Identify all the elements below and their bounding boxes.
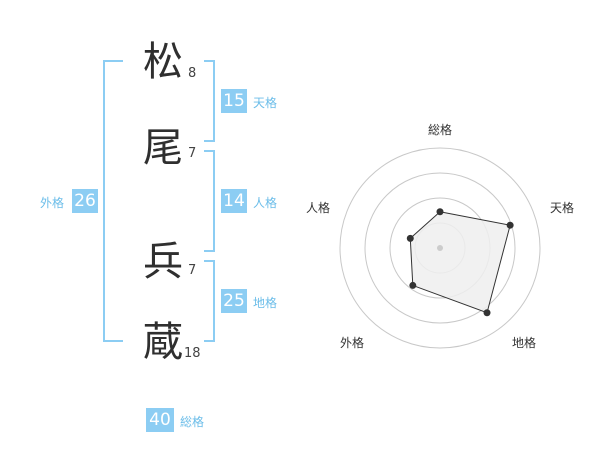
radar-ring (339, 147, 541, 349)
name-char-4: 蔵 (143, 319, 183, 365)
radar-center (437, 245, 443, 251)
gaikaku-label: 外格 (40, 196, 65, 210)
radar-ring (364, 172, 516, 324)
gaikaku-bracket (103, 60, 123, 342)
chikaku-bracket (204, 260, 215, 342)
radar-point (483, 309, 491, 317)
radar-polygon (409, 211, 511, 314)
name-char-2: 尾 (143, 125, 183, 171)
chikaku-label: 地格 (253, 296, 278, 310)
stroke-count-2: 7 (188, 146, 197, 161)
jinkaku-bracket (204, 150, 215, 252)
axis-label-jinkaku: 人格 (306, 200, 330, 215)
radar-point (506, 221, 514, 229)
jinkaku-label: 人格 (253, 196, 278, 210)
soukaku-label: 総格 (180, 415, 205, 429)
jinkaku-value: 14 (221, 189, 247, 213)
chikaku-value: 25 (221, 289, 247, 313)
gaikaku-value: 26 (72, 189, 98, 213)
radar-point (436, 208, 444, 216)
axis-label-soukaku: 総格 (428, 122, 452, 137)
soukaku-value: 40 (146, 408, 174, 432)
axis-label-gaikaku: 外格 (340, 335, 364, 350)
stroke-count-4: 18 (184, 346, 201, 361)
tenkaku-bracket (204, 60, 215, 142)
tenkaku-value: 15 (221, 89, 247, 113)
axis-label-chikaku: 地格 (512, 335, 536, 350)
axis-label-tenkaku: 天格 (550, 200, 574, 215)
stroke-count-3: 7 (188, 263, 197, 278)
radar-point (406, 234, 414, 242)
name-char-3: 兵 (143, 239, 183, 285)
radar-point (409, 281, 417, 289)
tenkaku-label: 天格 (253, 96, 278, 110)
stroke-count-1: 8 (188, 66, 197, 81)
name-char-1: 松 (143, 39, 183, 85)
